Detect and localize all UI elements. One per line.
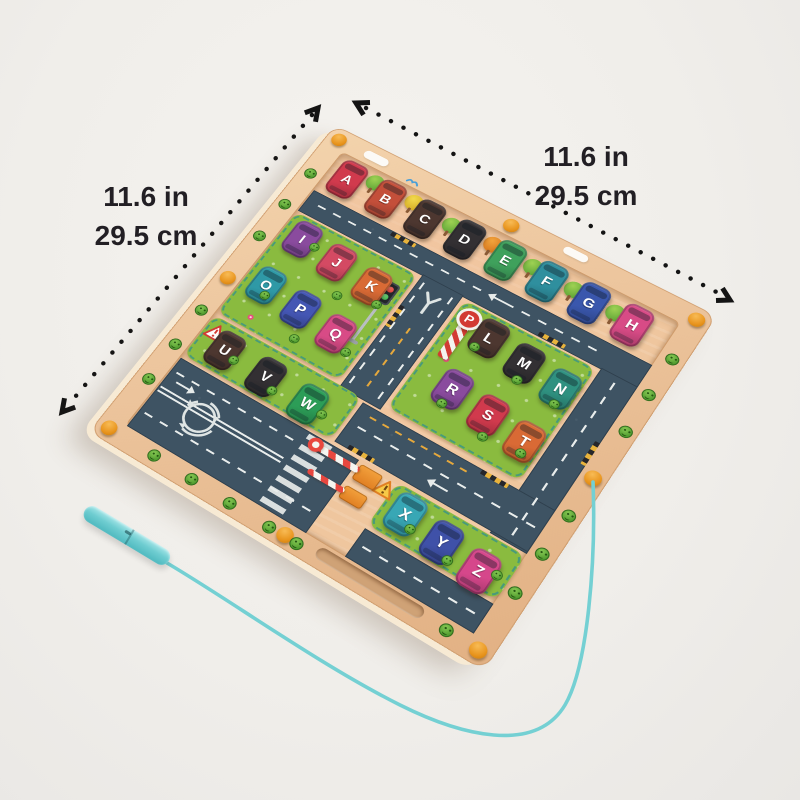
orange-cap-icon bbox=[684, 309, 709, 330]
car-letter-label: K bbox=[362, 277, 381, 295]
smiley-pebble-icon bbox=[181, 470, 202, 488]
car-letter-label: Q bbox=[325, 324, 346, 343]
car-letter-label: H bbox=[622, 316, 642, 335]
car-letter-label: O bbox=[256, 276, 276, 295]
car-letter-label: B bbox=[376, 190, 395, 208]
smiley-pebble-icon bbox=[639, 386, 659, 404]
smiley-pebble-icon bbox=[192, 302, 211, 318]
orange-cap-icon bbox=[97, 417, 121, 439]
car-letter-label: L bbox=[480, 329, 498, 347]
smiley-pebble-icon bbox=[558, 507, 579, 526]
car-letter-label: C bbox=[415, 210, 434, 228]
car-letter-label: D bbox=[455, 231, 474, 248]
dimension-arrow-icon bbox=[351, 100, 371, 117]
dimension-arrow-icon bbox=[715, 286, 735, 303]
smiley-pebble-icon bbox=[139, 370, 159, 388]
orange-cap-icon bbox=[500, 216, 523, 235]
car-letter-label: N bbox=[550, 379, 570, 399]
smiley-pebble-icon bbox=[532, 545, 553, 564]
smiley-pebble-icon bbox=[144, 447, 164, 464]
orange-cap-icon bbox=[580, 467, 606, 490]
smiley-pebble-icon bbox=[504, 583, 526, 603]
car-letter-label: Y bbox=[431, 532, 452, 553]
dimension-arrow-icon bbox=[303, 104, 322, 123]
smiley-pebble-icon bbox=[615, 423, 636, 441]
car-letter-label: M bbox=[513, 353, 535, 373]
magnetic-pen bbox=[80, 503, 174, 569]
car-letter-label: E bbox=[496, 251, 515, 269]
car-letter-label: G bbox=[579, 294, 599, 313]
car-letter-label: A bbox=[337, 171, 356, 188]
smiley-pebble-icon bbox=[250, 228, 269, 244]
car-letter-label: R bbox=[442, 379, 463, 399]
dimension-value: 11.6 in bbox=[543, 141, 629, 172]
car-letter-label: P bbox=[291, 300, 310, 318]
dimension-arrow-icon bbox=[58, 397, 77, 416]
cloud-icon bbox=[561, 245, 590, 264]
car-letter-label: X bbox=[395, 504, 415, 525]
dimension-label-left: 11.6 in 29.5 cm bbox=[58, 178, 234, 255]
dimension-value: 29.5 cm bbox=[534, 179, 638, 211]
smiley-pebble-icon bbox=[166, 336, 185, 353]
car-letter-label: J bbox=[328, 254, 345, 271]
dimension-value: 29.5 cm bbox=[94, 219, 198, 251]
car-letter-label: V bbox=[256, 367, 275, 386]
car-letter-label: S bbox=[478, 405, 498, 425]
smiley-pebble-icon bbox=[301, 166, 320, 181]
smiley-pebble-icon bbox=[219, 494, 240, 513]
smiley-pebble-icon bbox=[436, 620, 457, 640]
orange-cap-icon bbox=[328, 131, 350, 149]
dimension-value: 11.6 in bbox=[103, 181, 189, 212]
smiley-pebble-icon bbox=[662, 351, 682, 368]
car-letter-label: Z bbox=[469, 561, 488, 582]
dimension-label-right: 11.6 in 29.5 cm bbox=[498, 138, 674, 215]
smiley-pebble-icon bbox=[275, 196, 294, 212]
car-letter-label: I bbox=[295, 232, 309, 247]
car-letter-label: F bbox=[538, 273, 556, 290]
parking-sign-label: P bbox=[461, 311, 478, 327]
orange-cap-icon bbox=[465, 638, 491, 663]
car-letter-label: W bbox=[296, 393, 319, 414]
